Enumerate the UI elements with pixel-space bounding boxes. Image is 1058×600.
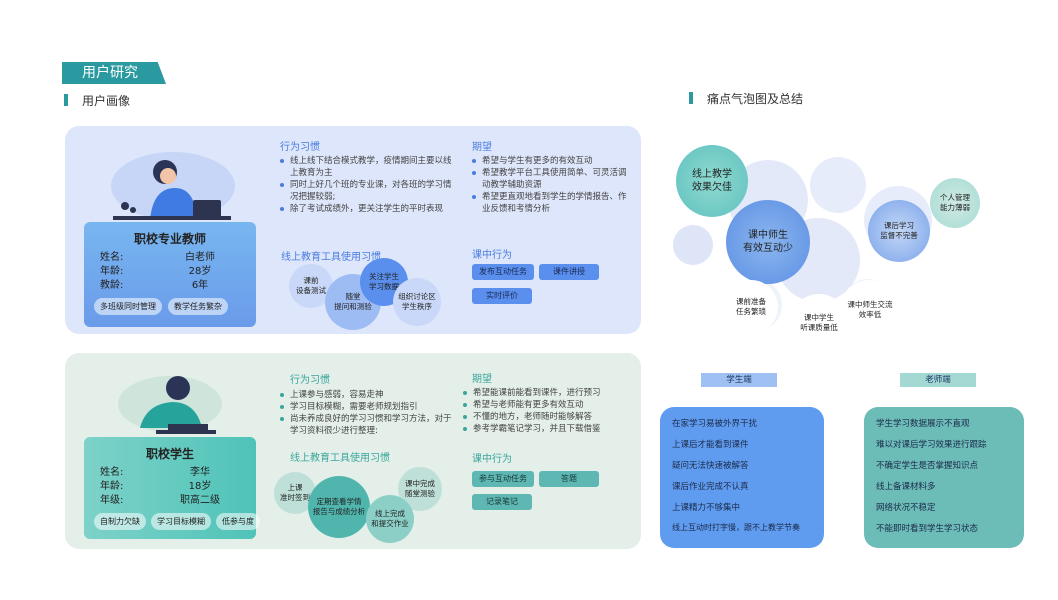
action-pill: 课件讲授: [539, 264, 599, 280]
list-item: 除了考试成绩外，更关注学生的平时表现: [280, 203, 452, 215]
list-item: 网络状况不稳定: [876, 503, 936, 513]
list-item: 疑问无法快速被解答: [672, 461, 749, 471]
student-behavior-heading: 行为习惯: [290, 375, 330, 386]
list-item: 在家学习易被外界干扰: [672, 419, 758, 429]
teacher-expect-list: 希望与学生有更多的有效互动 希望教学平台工具使用简单、可灵活调动教学辅助资源 希…: [472, 155, 632, 215]
teacher-inclass-heading: 课中行为: [472, 250, 512, 261]
list-item: 尚未养成良好的学习习惯和学习方法，对于学习资料很少进行整理:: [280, 413, 452, 437]
student-expect-heading: 期望: [472, 374, 492, 385]
profile-row: 教龄:6年: [100, 280, 209, 291]
teacher-profile-card: 职校专业教师 姓名:白老师 年龄:28岁 教龄:6年 多班级同时管理 教学任务繁…: [84, 222, 256, 327]
list-item: 不能即时看到学生学习状态: [876, 524, 979, 534]
list-item: 线上备课材料多: [876, 482, 936, 492]
list-item: 希望能课前能看到课件，进行预习: [463, 387, 633, 399]
student-tools-heading: 线上教育工具使用习惯: [290, 453, 390, 464]
list-item: 参考学霸笔记学习，并且下载借鉴: [463, 423, 633, 435]
pain-bubble: 课中学生 听课质量低: [790, 294, 848, 352]
persona-title: 用户画像: [64, 92, 130, 109]
list-item: 同时上好几个班的专业课，对各班的学习情况把握较弱;: [280, 179, 452, 203]
list-item: 上课精力不够集中: [672, 503, 741, 513]
list-item: 线上互动时打字慢，跟不上教学节奏: [672, 523, 800, 532]
action-pill: 实时评价: [472, 288, 532, 304]
pain-bubble: 课中师生交流 效率低: [840, 280, 900, 340]
action-pill: 答题: [539, 471, 599, 487]
student-painpoint-box: 在家学习易被外界干扰 上课后才能看到课件 疑问无法快速被解答 课后作业完成不认真…: [660, 407, 824, 548]
action-pill: 参与互动任务: [472, 471, 534, 487]
student-card-title: 职校学生: [145, 447, 194, 461]
student-behavior-list: 上课参与感弱，容易走神 学习目标模糊，需要老师规划指引 尚未养成良好的学习习惯和…: [280, 389, 452, 437]
section-tag: 用户研究: [62, 62, 166, 84]
list-item: 希望与学生有更多的有效互动: [472, 155, 632, 167]
trait-tag: 教学任务繁杂: [168, 298, 228, 315]
pain-bubble: 课中师生 有效互动少: [726, 200, 810, 284]
teacher-expect-heading: 期望: [472, 142, 492, 153]
student-illustration: [118, 376, 222, 434]
list-item: 希望与老师能有更多有效互动: [463, 399, 633, 411]
teacher-illustration: [111, 152, 235, 220]
trait-tag: 低参与度: [216, 513, 260, 530]
action-pill: 发布互动任务: [472, 264, 534, 280]
list-item: 希望更直观地看到学生的学情报告、作业反馈和考情分析: [472, 191, 632, 215]
profile-row: 年龄:18岁: [100, 481, 212, 492]
trait-tag: 自制力欠缺: [94, 513, 146, 530]
profile-row: 姓名:白老师: [100, 252, 215, 263]
pain-bubble: 线上教学 效果欠佳: [676, 145, 748, 217]
trait-tag: 学习目标模糊: [151, 513, 211, 530]
student-expect-list: 希望能课前能看到课件，进行预习 希望与老师能有更多有效互动 不懂的地方，老师随时…: [463, 387, 633, 435]
list-item: 希望教学平台工具使用简单、可灵活调动教学辅助资源: [472, 167, 632, 191]
teacher-behavior-heading: 行为习惯: [280, 142, 320, 153]
profile-row: 姓名:李华: [100, 467, 210, 478]
pain-bubble: 个人管理 能力薄弱: [930, 178, 980, 228]
student-side-label: 学生端: [701, 373, 777, 387]
tool-bubble: 组织讨论区 学生秩序: [393, 278, 441, 326]
list-item: 难以对课后学习效果进行跟踪: [876, 440, 987, 450]
list-item: 上课参与感弱，容易走神: [280, 389, 452, 401]
teacher-tools-heading: 线上教育工具使用习惯: [281, 252, 381, 263]
pain-bubble: 课后学习 监督不完善: [868, 200, 930, 262]
profile-row: 年龄:28岁: [100, 266, 212, 277]
list-item: 学生学习数据展示不直观: [876, 419, 970, 429]
pain-bubble: 课前准备 任务繁琐: [724, 280, 778, 334]
tool-bubble: 定期查看学情 报告与成绩分析: [308, 476, 370, 538]
action-pill: 记录笔记: [472, 494, 532, 510]
list-item: 线上线下结合模式教学，疫情期间主要以线上教育为主: [280, 155, 452, 179]
teacher-behavior-list: 线上线下结合模式教学，疫情期间主要以线上教育为主 同时上好几个班的专业课，对各班…: [280, 155, 452, 215]
teacher-painpoint-box: 学生学习数据展示不直观 难以对课后学习效果进行跟踪 不确定学生是否掌握知识点 线…: [864, 407, 1024, 548]
student-inclass-heading: 课中行为: [472, 454, 512, 465]
teacher-side-label: 老师端: [900, 373, 976, 387]
profile-row: 年级:职高二级: [100, 495, 220, 506]
list-item: 上课后才能看到课件: [672, 440, 749, 450]
teacher-card-title: 职校专业教师: [133, 232, 206, 246]
list-item: 不确定学生是否掌握知识点: [876, 461, 979, 471]
list-item: 课后作业完成不认真: [672, 482, 749, 492]
list-item: 不懂的地方，老师随时能够解答: [463, 411, 633, 423]
bubble-chart-title: 痛点气泡图及总结: [689, 90, 803, 107]
tool-bubble: 线上完成 和提交作业: [366, 495, 414, 543]
trait-tag: 多班级同时管理: [94, 298, 162, 315]
list-item: 学习目标模糊，需要老师规划指引: [280, 401, 452, 413]
student-profile-card: 职校学生 姓名:李华 年龄:18岁 年级:职高二级 自制力欠缺 学习目标模糊 低…: [84, 437, 260, 539]
